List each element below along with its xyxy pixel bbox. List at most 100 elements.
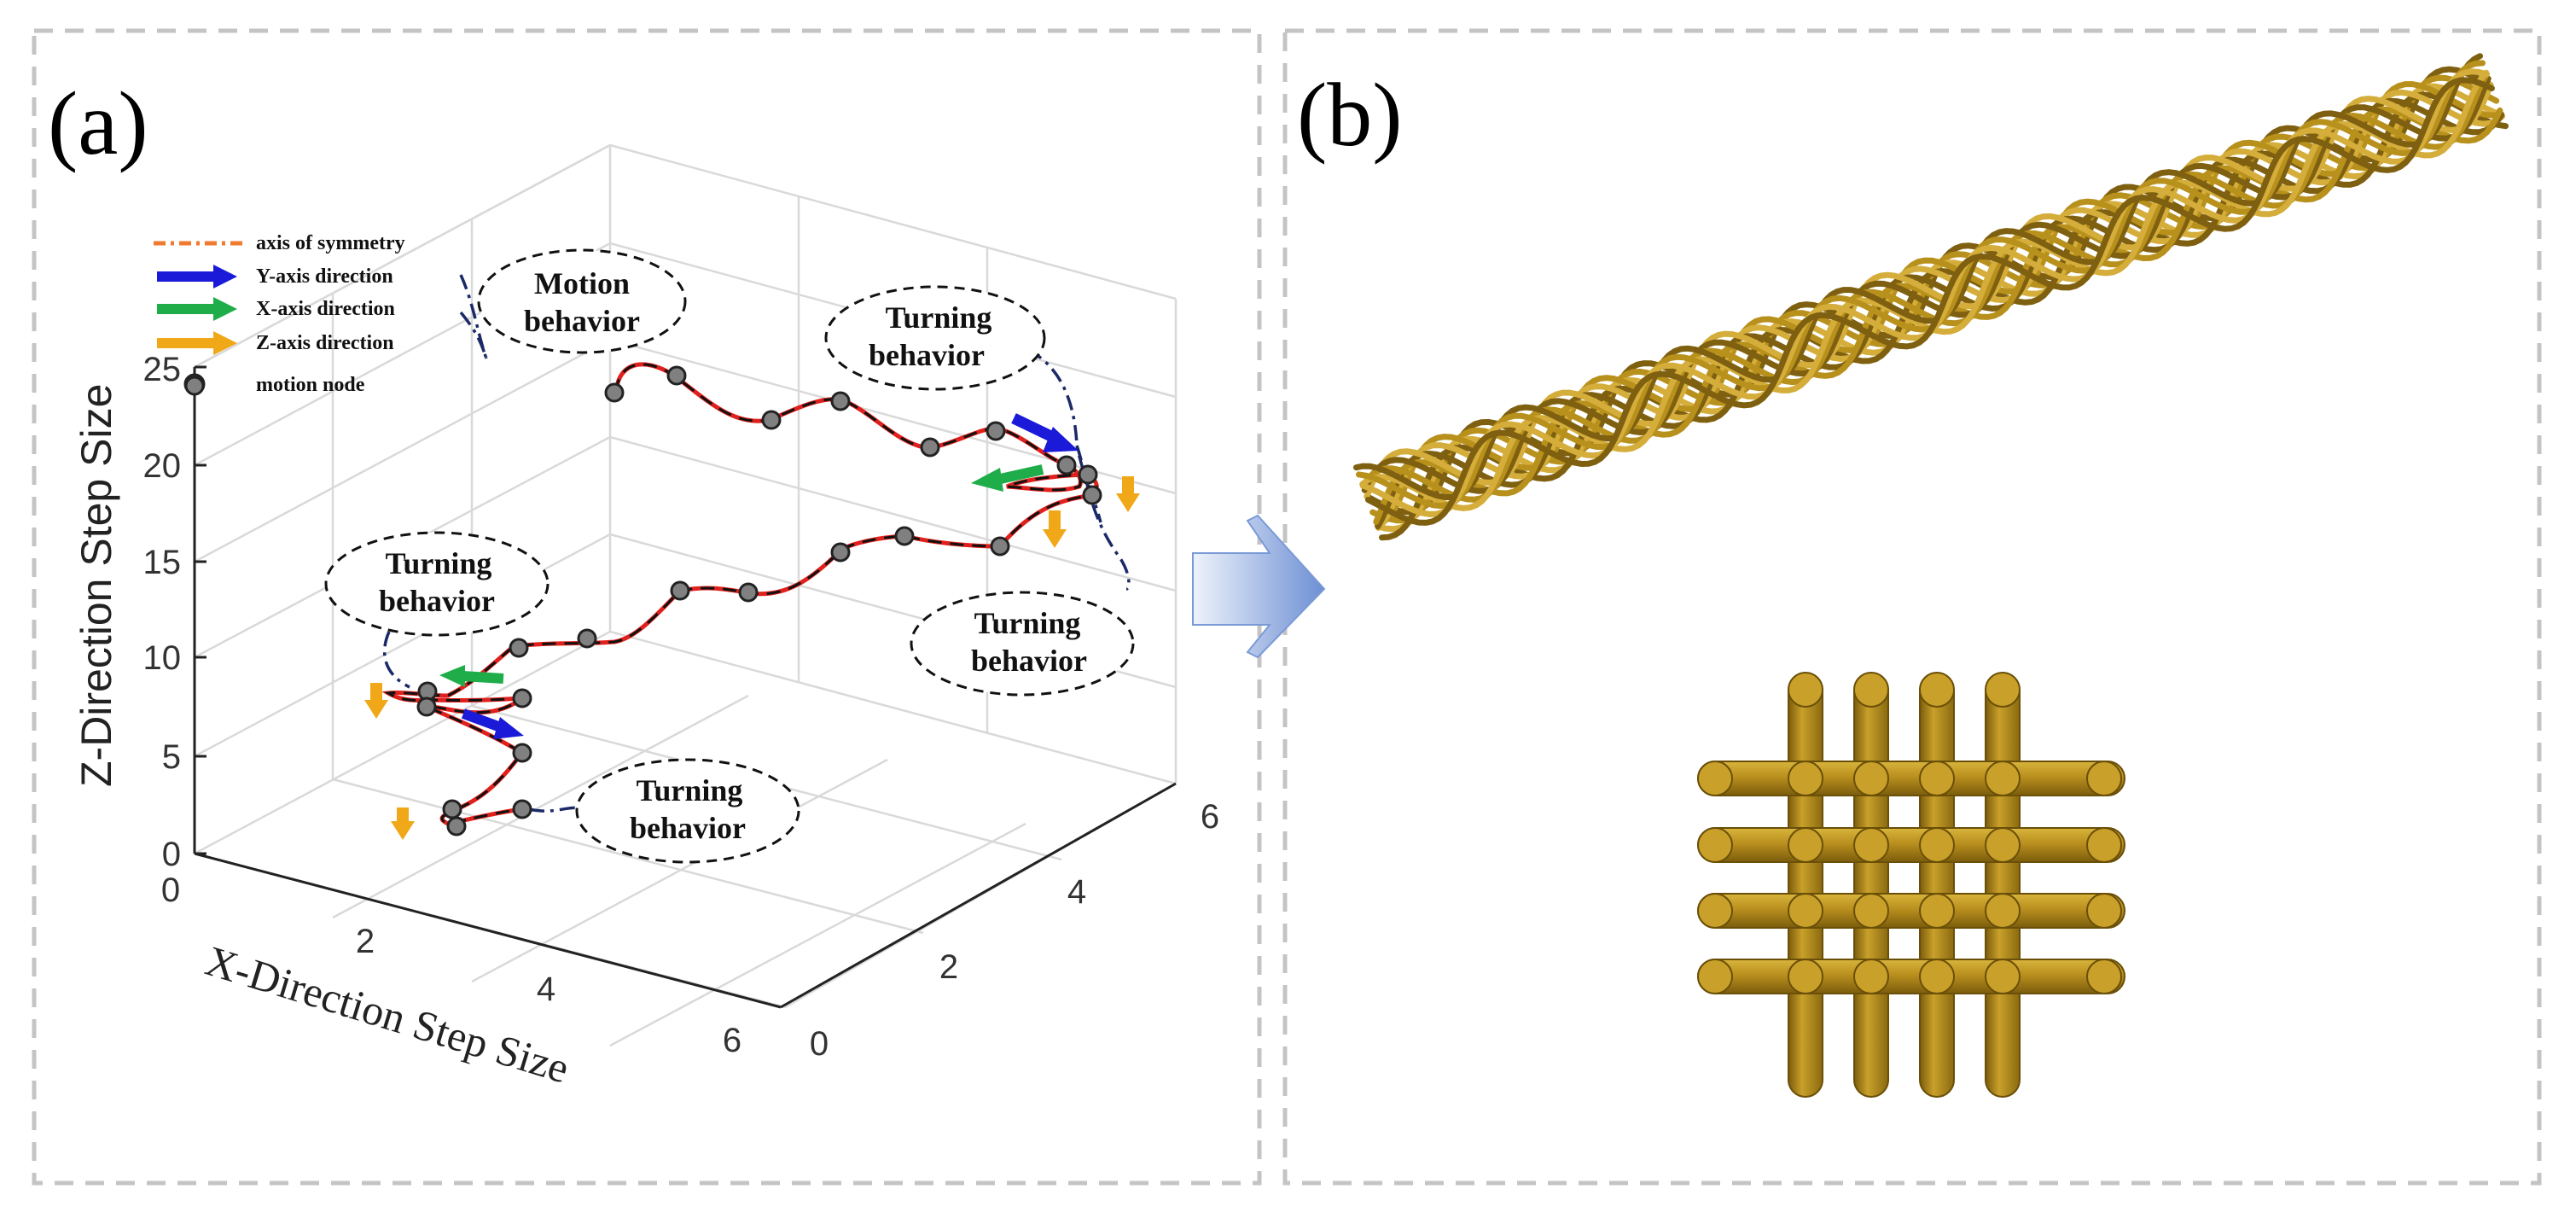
y-tick-labels: 0 2 4 6 bbox=[810, 798, 1219, 1063]
motion-node bbox=[666, 365, 687, 386]
rod-joint bbox=[1985, 761, 2021, 796]
svg-text:behavior: behavior bbox=[379, 584, 495, 618]
axis-lines bbox=[193, 367, 1177, 1009]
svg-text:behavior: behavior bbox=[524, 304, 640, 338]
motion-node bbox=[512, 743, 532, 763]
y-tick: 4 bbox=[1067, 873, 1086, 911]
rod-end-cap bbox=[2086, 827, 2122, 863]
y-tick: 6 bbox=[1201, 798, 1219, 836]
motion-node bbox=[894, 526, 915, 546]
legend-z-text: Z-axis direction bbox=[256, 332, 394, 354]
z-tick: 10 bbox=[143, 639, 182, 677]
direction-arrows bbox=[364, 413, 1140, 840]
rod-joint bbox=[1919, 827, 1955, 863]
rod-end-cap bbox=[2086, 761, 2122, 796]
transition-arrow-icon bbox=[1192, 514, 1326, 659]
rod-end-cap bbox=[2086, 959, 2122, 994]
z-direction-arrow-icon bbox=[1116, 493, 1140, 512]
panel-b-label: (b) bbox=[1297, 65, 1403, 165]
z-tick: 0 bbox=[162, 836, 181, 873]
callout-turning-top: Turning behavior bbox=[824, 285, 1046, 391]
callout-turning-bottom: Turning behavior bbox=[575, 758, 800, 864]
rod-joint bbox=[1985, 893, 2021, 929]
motion-node bbox=[604, 382, 625, 403]
rod-joint bbox=[1853, 959, 1889, 994]
svg-text:behavior: behavior bbox=[971, 644, 1087, 678]
rod-end-cap bbox=[1697, 959, 1733, 994]
x-direction-arrow-icon bbox=[439, 665, 465, 687]
motion-node bbox=[986, 421, 1006, 441]
rod-joint bbox=[1985, 959, 2021, 994]
z-axis-label: Z-Direction Step Size bbox=[73, 384, 120, 787]
legend-x-text: X-axis direction bbox=[256, 298, 395, 320]
vertical-rod bbox=[1788, 673, 1823, 1098]
rod-joint bbox=[1788, 893, 1823, 929]
woven-lattice bbox=[1697, 672, 2125, 1098]
rod-end-cap bbox=[1853, 672, 1889, 708]
rod-joint bbox=[1788, 959, 1823, 994]
vertical-rod bbox=[1985, 673, 2021, 1098]
legend-y-text: Y-axis direction bbox=[256, 265, 393, 288]
svg-text:Turning: Turning bbox=[974, 606, 1081, 640]
callout-turning-left: Turning behavior bbox=[324, 531, 550, 637]
rod-joint bbox=[1788, 827, 1823, 863]
z-tick: 20 bbox=[143, 447, 182, 485]
rod-joint bbox=[1788, 761, 1823, 796]
motion-nodes bbox=[184, 365, 1102, 837]
callouts: Motion behavior Turning behavior Turning… bbox=[324, 248, 1135, 864]
rod-end-cap bbox=[1697, 827, 1733, 863]
x-tick-labels: 0 2 4 6 bbox=[161, 871, 741, 1059]
panel-b-border bbox=[1282, 28, 2542, 1186]
x-tick: 2 bbox=[356, 923, 375, 960]
z-tick: 25 bbox=[143, 351, 182, 388]
rod-joint bbox=[1985, 827, 2021, 863]
x-tick: 4 bbox=[537, 971, 555, 1008]
y-direction-arrow-icon bbox=[1043, 427, 1079, 452]
svg-text:Turning: Turning bbox=[386, 546, 492, 580]
motion-node bbox=[990, 536, 1010, 557]
z-direction-arrow-icon bbox=[1043, 529, 1067, 548]
rod-joint bbox=[1919, 893, 1955, 929]
rod-end-cap bbox=[2086, 893, 2122, 929]
legend: axis of symmetry Y-axis direction X-axis… bbox=[154, 232, 405, 396]
legend-y-arrow-icon bbox=[213, 265, 237, 289]
motion-node bbox=[512, 799, 532, 819]
rod-joint bbox=[1919, 959, 1955, 994]
rod-end-cap bbox=[1697, 761, 1733, 796]
legend-symmetry-text: axis of symmetry bbox=[256, 232, 405, 254]
motion-node bbox=[442, 799, 462, 819]
fiber-strand bbox=[1359, 69, 2490, 511]
motion-node bbox=[1056, 455, 1077, 475]
rod-end-cap bbox=[1788, 672, 1823, 708]
vertical-rod bbox=[1919, 673, 1955, 1098]
motion-node bbox=[830, 542, 851, 563]
callout-turning-right: Turning behavior bbox=[910, 591, 1135, 697]
motion-node bbox=[670, 580, 690, 601]
z-tick: 5 bbox=[162, 738, 181, 776]
z-direction-arrow-icon bbox=[364, 700, 388, 719]
motion-node bbox=[512, 688, 532, 708]
z-tick: 15 bbox=[143, 544, 182, 581]
y-tick: 2 bbox=[939, 948, 958, 986]
motion-node bbox=[761, 410, 782, 430]
horizontal-rod bbox=[1697, 959, 2125, 994]
rod-end-cap bbox=[1919, 672, 1955, 708]
rod-joint bbox=[1853, 893, 1889, 929]
motion-node bbox=[1082, 485, 1102, 505]
rod-joint bbox=[1919, 761, 1955, 796]
x-tick: 0 bbox=[161, 871, 180, 909]
z-tick-labels: 25 20 15 10 5 0 bbox=[143, 351, 182, 873]
svg-text:behavior: behavior bbox=[630, 811, 746, 845]
braided-fiber-bundle bbox=[1353, 53, 2509, 541]
legend-node-text: motion node bbox=[256, 374, 365, 396]
horizontal-rod bbox=[1697, 761, 2125, 796]
vertical-rod bbox=[1853, 673, 1889, 1098]
panel-a-border bbox=[32, 28, 1262, 1186]
rod-joint bbox=[1853, 761, 1889, 796]
svg-text:Turning: Turning bbox=[886, 300, 992, 335]
rod-joint bbox=[1853, 827, 1889, 863]
motion-node bbox=[446, 816, 467, 837]
y-tick: 0 bbox=[810, 1025, 829, 1063]
horizontal-rod bbox=[1697, 827, 2125, 863]
